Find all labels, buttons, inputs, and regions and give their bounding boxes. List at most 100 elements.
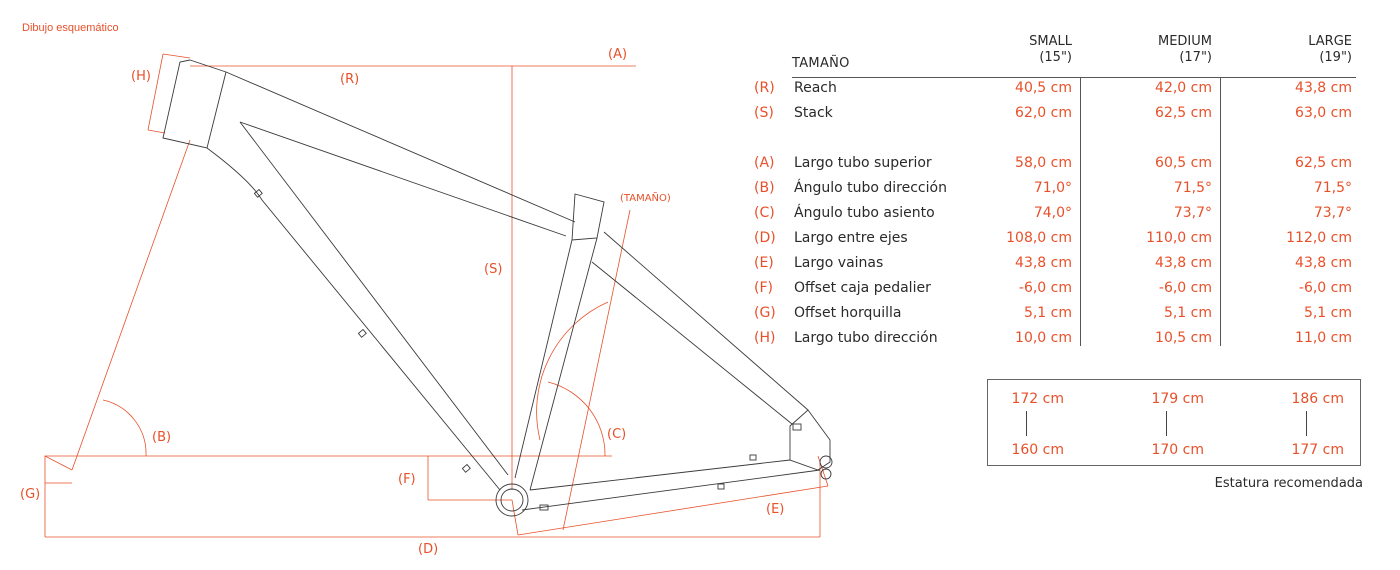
- row-code: (B): [754, 180, 775, 196]
- cable-guide: [717, 483, 725, 490]
- label-a: (A): [608, 47, 627, 62]
- dim-line-h-bottom: [147, 129, 166, 134]
- value-large: 73,7°: [1313, 205, 1352, 221]
- table-row: (C) Ángulo tubo asiento 74,0° 73,7° 73,7…: [752, 205, 1362, 230]
- top-tube-upper: [225, 71, 576, 223]
- value-medium: 10,5 cm: [1155, 330, 1212, 346]
- row-code: (D): [754, 230, 776, 246]
- value-large: 43,8 cm: [1295, 255, 1352, 271]
- value-small: -6,0 cm: [1018, 280, 1072, 296]
- dim-arc-seat: [536, 301, 609, 441]
- table-row: (G) Offset horquilla 5,1 cm 5,1 cm 5,1 c…: [752, 305, 1362, 330]
- row-code: (E): [754, 255, 774, 271]
- dim-arc-b: [102, 399, 147, 457]
- value-medium: 43,8 cm: [1155, 255, 1212, 271]
- row-label: Reach: [794, 80, 837, 96]
- cable-guide: [539, 504, 549, 511]
- dimension-lines: [44, 53, 829, 538]
- height-min: 177 cm: [1291, 442, 1344, 458]
- rider-height-box: 172 cm 160 cm 179 cm 170 cm 186 cm 177 c…: [987, 379, 1361, 466]
- value-small: 62,0 cm: [1015, 105, 1072, 121]
- size-inch: (19"): [1319, 50, 1352, 65]
- height-range-bar: [1306, 411, 1307, 436]
- value-medium: 110,0 cm: [1146, 230, 1212, 246]
- row-code: (R): [754, 80, 775, 96]
- label-b: (B): [152, 430, 171, 445]
- label-r: (R): [340, 72, 359, 87]
- size-column-large: LARGE (19"): [1232, 34, 1352, 66]
- size-inch: (15"): [1039, 50, 1072, 65]
- value-medium: 5,1 cm: [1163, 305, 1212, 321]
- height-min: 170 cm: [1151, 442, 1204, 458]
- label-d: (D): [418, 542, 438, 557]
- value-large: 5,1 cm: [1303, 305, 1352, 321]
- value-small: 74,0°: [1033, 205, 1072, 221]
- row-code: (F): [754, 280, 773, 296]
- row-label: Largo entre ejes: [794, 230, 908, 246]
- cable-guide: [357, 328, 367, 338]
- table-row: (R) Reach 40,5 cm 42,0 cm 43,8 cm: [752, 80, 1362, 105]
- row-label: Stack: [794, 105, 833, 121]
- seat-stay-lower: [591, 261, 793, 425]
- row-label: Largo tubo dirección: [794, 330, 938, 346]
- chain-stay-lower: [521, 469, 821, 511]
- row-code: (A): [754, 155, 775, 171]
- dim-line-head-axis: [71, 139, 191, 471]
- height-medium: 179 cm 170 cm: [1092, 380, 1212, 467]
- label-h: (H): [131, 69, 151, 84]
- rear-axle: [819, 455, 833, 469]
- value-medium: 73,7°: [1173, 205, 1212, 221]
- cable-guide: [253, 188, 263, 198]
- value-large: 63,0 cm: [1295, 105, 1352, 121]
- dim-line-e: [517, 485, 829, 536]
- seat-tube-front: [514, 239, 573, 479]
- size-name: MEDIUM: [1157, 34, 1212, 49]
- table-row: (F) Offset caja pedalier -6,0 cm -6,0 cm…: [752, 280, 1362, 305]
- height-max: 179 cm: [1151, 391, 1204, 407]
- table-row: (S) Stack 62,0 cm 62,5 cm 63,0 cm: [752, 105, 1362, 130]
- cable-guide: [792, 423, 802, 431]
- dim-line-h: [147, 53, 164, 131]
- size-name: SMALL: [1029, 34, 1072, 49]
- value-medium: 42,0 cm: [1155, 80, 1212, 96]
- value-medium: 62,5 cm: [1155, 105, 1212, 121]
- dim-line-g: [44, 455, 73, 484]
- label-size: (TAMAÑO): [620, 191, 671, 204]
- dimension-labels: (A) (H) (R) (S) (TAMAÑO) (B) (C) (F) (G)…: [20, 47, 784, 557]
- height-range-bar: [1166, 411, 1167, 436]
- row-code: (H): [754, 330, 776, 346]
- value-large: 43,8 cm: [1295, 80, 1352, 96]
- seat-tube-top: [571, 193, 605, 241]
- value-large: 112,0 cm: [1286, 230, 1352, 246]
- height-large: 186 cm 177 cm: [1232, 380, 1352, 467]
- header-divider: [792, 77, 1356, 78]
- size-column-small: SMALL (15"): [952, 34, 1072, 66]
- table-row: (E) Largo vainas 43,8 cm 43,8 cm 43,8 cm: [752, 255, 1362, 280]
- cable-guide: [461, 463, 471, 473]
- value-large: 11,0 cm: [1295, 330, 1352, 346]
- size-header-label: TAMAÑO: [792, 56, 850, 71]
- size-name: LARGE: [1308, 34, 1352, 49]
- label-f: (F): [398, 472, 416, 487]
- value-large: -6,0 cm: [1298, 280, 1352, 296]
- dim-line-seat-axis: [562, 209, 631, 531]
- value-medium: 71,5°: [1173, 180, 1212, 196]
- bike-frame-diagram: (A) (H) (R) (S) (TAMAÑO) (B) (C) (F) (G)…: [20, 47, 833, 557]
- diagram-title: Dibujo esquemático: [22, 22, 119, 34]
- value-large: 62,5 cm: [1295, 155, 1352, 171]
- dim-arc-c: [547, 381, 606, 457]
- seat-stay-upper: [603, 231, 809, 411]
- row-label: Offset horquilla: [794, 305, 902, 321]
- head-tube: [162, 59, 227, 149]
- bottom-bracket-inner: [500, 488, 524, 512]
- value-medium: -6,0 cm: [1158, 280, 1212, 296]
- row-code: (G): [754, 305, 776, 321]
- height-range-bar: [1026, 411, 1027, 436]
- height-small: 172 cm 160 cm: [952, 380, 1072, 467]
- derailleur-hanger: [820, 468, 832, 480]
- height-caption: Estatura recomendada: [1214, 476, 1363, 491]
- value-medium: 60,5 cm: [1155, 155, 1212, 171]
- dim-line-e-right: [817, 455, 829, 487]
- value-small: 10,0 cm: [1015, 330, 1072, 346]
- frame-outline: [162, 59, 833, 517]
